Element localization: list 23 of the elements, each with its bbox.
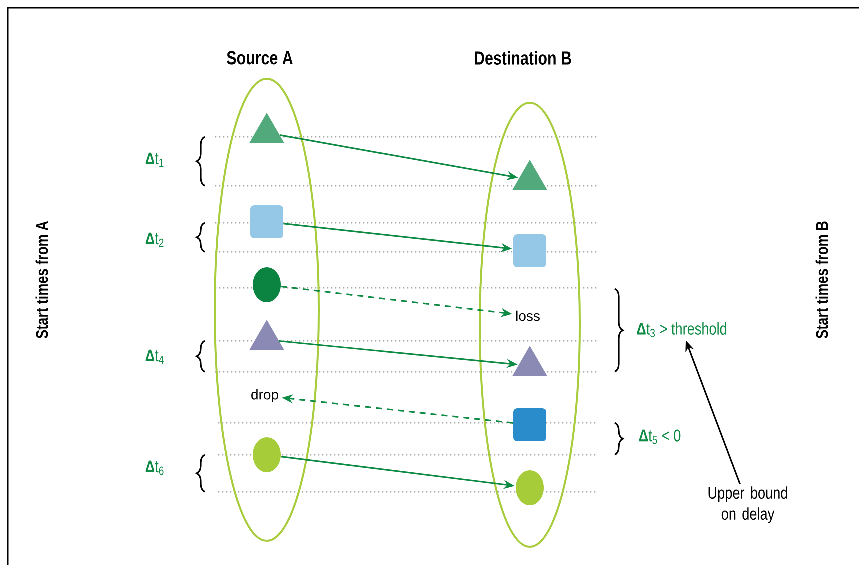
circle-marker [253,438,281,472]
triangle-marker [512,160,548,190]
circle-marker [516,470,544,506]
square-marker [514,408,546,442]
delta-label: Δt$_{4}$ [146,350,164,364]
delta-label: Δt$_{6}$ [146,460,164,476]
axis-title: Start times from B [816,222,828,339]
delta-label: Δt$_{5}$ < 0 [639,430,681,444]
square-marker [514,234,546,268]
axis-title: Start times from A [36,221,48,339]
delta-label: Δt$_{3}$ > threshold [637,322,726,338]
column-heading: Source A [227,51,293,65]
delta-label: Δt$_{1}$ [146,152,164,168]
triangle-marker [250,320,284,350]
node-label: loss [516,310,540,322]
circle-marker [253,268,281,302]
node-label: drop [252,389,278,403]
square-marker [250,206,284,238]
note-text: Upper bound on delay [708,486,788,524]
triangle-marker [512,346,548,376]
triangle-marker [250,113,284,143]
delta-label: Δt$_{2}$ [146,232,164,248]
column-heading: Destination B [475,51,572,65]
